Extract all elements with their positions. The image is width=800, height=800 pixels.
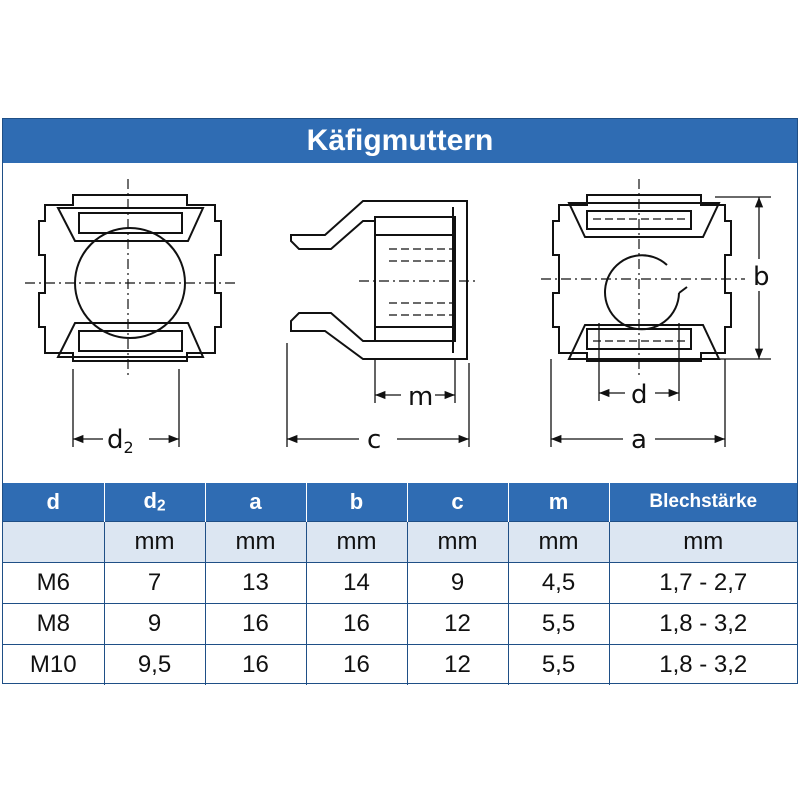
table-cell: 4,5	[508, 562, 610, 604]
cage-nut-datasheet: Käfigmuttern	[2, 118, 798, 685]
table-cell: 7	[104, 562, 206, 604]
col-header-blechstaerke: Blechstärke	[609, 483, 797, 522]
label-d: d	[631, 380, 648, 410]
table-cell: 1,8 - 3,2	[609, 644, 797, 685]
drawing-canvas: d2 c m d a b	[25, 179, 771, 457]
label-c: c	[367, 425, 381, 455]
table-cell: 12	[407, 603, 509, 645]
table-cell: M6	[3, 562, 105, 604]
table-cell: 13	[205, 562, 307, 604]
table-row: M8 9 16 16 12 5,5 1,8 - 3,2	[3, 603, 797, 645]
table-row: M6 7 13 14 9 4,5 1,7 - 2,7	[3, 562, 797, 604]
col-header-c: c	[407, 483, 509, 522]
unit-cell: mm	[407, 521, 509, 563]
table-cell: 16	[205, 644, 307, 685]
table-cell: 9	[104, 603, 206, 645]
table-cell: 5,5	[508, 603, 610, 645]
col-header-d: d	[3, 483, 105, 522]
table-cell: 1,7 - 2,7	[609, 562, 797, 604]
col-header-d2: d2	[104, 483, 206, 522]
table-cell: M10	[3, 644, 105, 685]
table-cell: 16	[306, 603, 408, 645]
side-view	[290, 200, 468, 360]
unit-cell	[3, 521, 105, 563]
table-cell: 1,8 - 3,2	[609, 603, 797, 645]
unit-cell: mm	[609, 521, 797, 563]
unit-cell: mm	[306, 521, 408, 563]
unit-cell: mm	[508, 521, 610, 563]
front-view	[38, 194, 222, 362]
table-row: M10 9,5 16 16 12 5,5 1,8 - 3,2	[3, 644, 797, 685]
table-cell: M8	[3, 603, 105, 645]
label-d2: d2	[107, 425, 134, 457]
col-header-m: m	[508, 483, 610, 522]
unit-cell: mm	[205, 521, 307, 563]
table-cell: 5,5	[508, 644, 610, 685]
label-m: m	[408, 382, 433, 412]
page-title: Käfigmuttern	[3, 119, 797, 163]
unit-cell: mm	[104, 521, 206, 563]
table-cell: 9	[407, 562, 509, 604]
spec-table: d d2 a b c m Blechstärke mm mm mm mm mm …	[3, 483, 797, 685]
table-header-row: d d2 a b c m Blechstärke	[3, 483, 797, 522]
label-b: b	[753, 262, 770, 292]
rear-view	[552, 194, 732, 362]
technical-drawing: d2 c m d a b	[3, 163, 797, 483]
col-header-a: a	[205, 483, 307, 522]
table-cell: 12	[407, 644, 509, 685]
label-a: a	[631, 425, 647, 455]
table-cell: 14	[306, 562, 408, 604]
table-cell: 16	[205, 603, 307, 645]
table-cell: 9,5	[104, 644, 206, 685]
units-row: mm mm mm mm mm mm	[3, 521, 797, 563]
table-cell: 16	[306, 644, 408, 685]
col-header-b: b	[306, 483, 408, 522]
